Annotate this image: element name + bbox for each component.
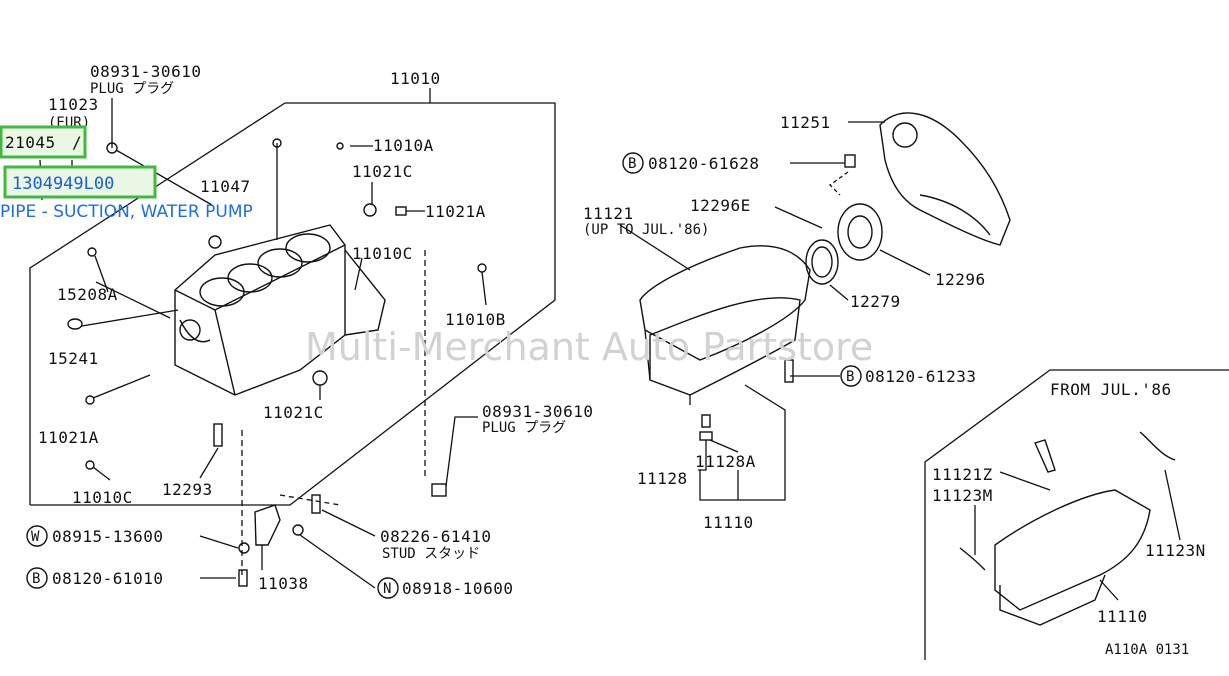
label-08226: 08226-61410 bbox=[380, 527, 491, 546]
label-11123N: 11123N bbox=[1145, 541, 1206, 560]
label-12279: 12279 bbox=[850, 292, 901, 311]
prefix-n: N bbox=[383, 581, 391, 597]
label-08931-low: 08931-30610 bbox=[482, 402, 593, 421]
prefix-b-61010: B bbox=[32, 571, 40, 587]
prefix-b-61233: B bbox=[846, 369, 854, 385]
part-number-box[interactable] bbox=[3, 165, 157, 199]
label-11021A-low: 11021A bbox=[38, 428, 99, 447]
label-11128: 11128 bbox=[637, 469, 688, 488]
label-11010C-low: 11010C bbox=[72, 488, 133, 507]
label-11128A: 11128A bbox=[695, 452, 756, 471]
label-11110-late: 11110 bbox=[1097, 607, 1148, 626]
prefix-markers: W B N B B bbox=[26, 152, 862, 599]
label-12296: 12296 bbox=[935, 270, 986, 289]
label-11010B: 11010B bbox=[445, 310, 506, 329]
watermark: Multi-Merchant Auto Partstore bbox=[305, 325, 873, 369]
rear-plate bbox=[774, 112, 1011, 301]
part-description[interactable]: PIPE - SUCTION, WATER PUMP bbox=[0, 202, 253, 222]
prefix-w: W bbox=[31, 529, 40, 545]
label-11047: 11047 bbox=[200, 177, 251, 196]
prefix-b-61628: B bbox=[628, 156, 636, 172]
label-11038: 11038 bbox=[258, 574, 309, 593]
label-11121: 11121 bbox=[583, 204, 634, 223]
label-11023: 11023 bbox=[48, 95, 99, 114]
label-11010C-mid: 11010C bbox=[352, 244, 413, 263]
label-08931-top: 08931-30610 bbox=[90, 62, 201, 81]
label-15241: 15241 bbox=[48, 349, 99, 368]
label-11021A-top: 11021A bbox=[425, 202, 486, 221]
oil-pan-early bbox=[619, 224, 840, 501]
label-12296E: 12296E bbox=[690, 196, 751, 215]
label-08918: 08918-10600 bbox=[402, 579, 513, 598]
label-stud: STUD スタッド bbox=[382, 546, 480, 562]
highlight-callout[interactable]: 21045 / 1304949L00 PIPE - SUCTION, WATER… bbox=[0, 125, 253, 222]
label-11123M: 11123M bbox=[932, 486, 993, 505]
figure-code: A110A 0131 bbox=[1105, 642, 1189, 658]
label-plug-top: PLUG プラグ bbox=[90, 81, 174, 97]
label-08120-61628: 08120-61628 bbox=[648, 154, 759, 173]
label-11010: 11010 bbox=[390, 69, 441, 88]
label-12293: 12293 bbox=[162, 480, 213, 499]
label-11010A: 11010A bbox=[373, 136, 434, 155]
ref-slash: / bbox=[72, 133, 82, 152]
label-11021C-low: 11021C bbox=[263, 403, 324, 422]
cylinder-block bbox=[67, 138, 487, 497]
label-up-to-jul: (UP TO JUL.'86) bbox=[583, 222, 709, 238]
label-08120-61010: 08120-61010 bbox=[52, 569, 163, 588]
block-frame bbox=[29, 88, 556, 506]
label-15208A: 15208A bbox=[57, 285, 118, 304]
part-number[interactable]: 1304949L00 bbox=[12, 174, 114, 194]
ref-number[interactable]: 21045 bbox=[5, 133, 56, 152]
from-jul-86-frame bbox=[924, 369, 1229, 660]
label-08120-61233: 08120-61233 bbox=[865, 367, 976, 386]
ref-box[interactable] bbox=[0, 125, 87, 159]
bracket-area bbox=[199, 430, 376, 589]
label-11251: 11251 bbox=[780, 113, 831, 132]
callout-labels: 11010 08931-30610 PLUG プラグ 11023 (EUR) 1… bbox=[38, 62, 1206, 658]
label-from-jul: FROM JUL.'86 bbox=[1050, 380, 1172, 399]
label-11121Z: 11121Z bbox=[932, 465, 993, 484]
label-11110-early: 11110 bbox=[703, 513, 754, 532]
label-plug-low: PLUG プラグ bbox=[482, 420, 566, 436]
label-11021C-top: 11021C bbox=[352, 162, 413, 181]
label-08915: 08915-13600 bbox=[52, 527, 163, 546]
